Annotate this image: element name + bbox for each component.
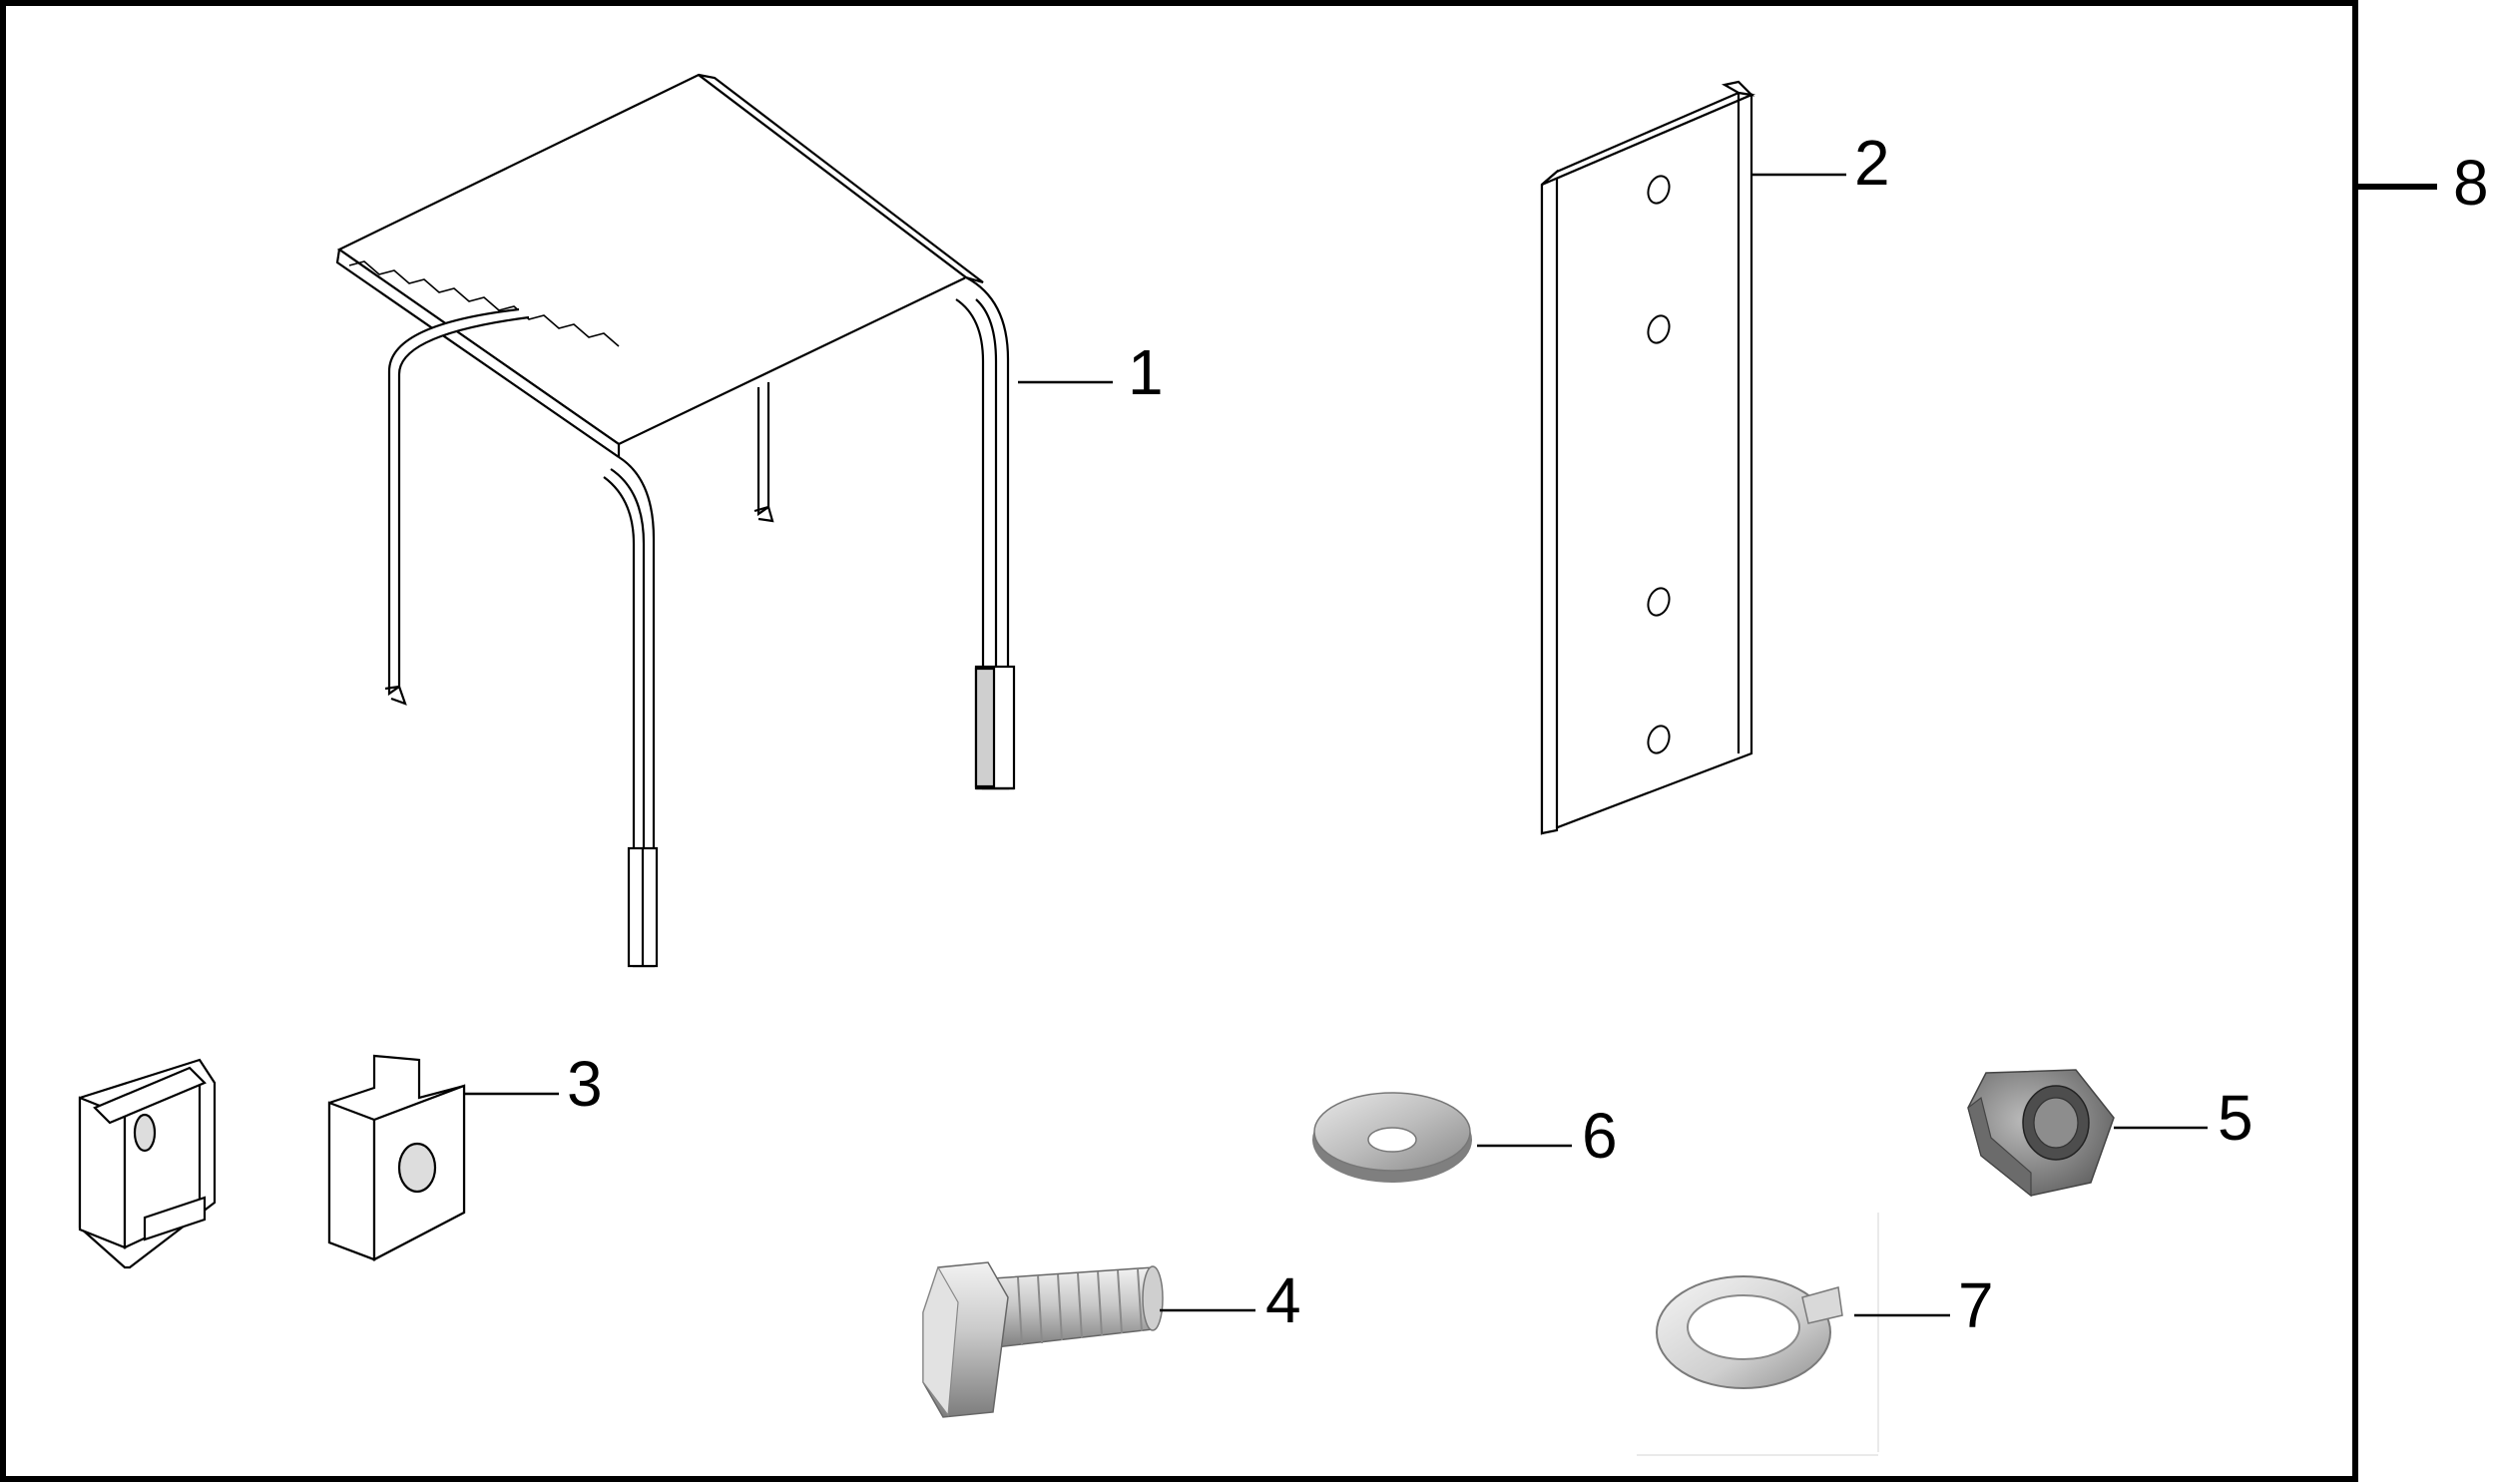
slot-holes <box>1647 175 1671 754</box>
callout-7-label: 7 <box>1958 1269 1994 1341</box>
callout-5-label: 5 <box>2218 1082 2253 1154</box>
assembly-frame <box>0 0 2358 1482</box>
part-5-hex-nut <box>1967 1069 2115 1198</box>
callout-2-label: 2 <box>1854 127 1890 199</box>
part-3-clip-left <box>78 1058 217 1269</box>
part-6-flat-washer <box>1312 1092 1472 1183</box>
callout-4-label: 4 <box>1265 1264 1301 1336</box>
callout-3-label: 3 <box>567 1048 603 1120</box>
callout-1-label: 1 <box>1128 336 1164 408</box>
part-7-lock-washer <box>1637 1213 1879 1456</box>
part-1-u-bracket <box>335 73 1016 968</box>
part-3-clip-right <box>327 1054 466 1261</box>
part-4-hex-bolt <box>922 1261 1164 1418</box>
part-2-channel-plate <box>1540 80 1755 835</box>
callout-8-label: 8 <box>2453 147 2489 219</box>
callout-6-label: 6 <box>1582 1100 1618 1172</box>
